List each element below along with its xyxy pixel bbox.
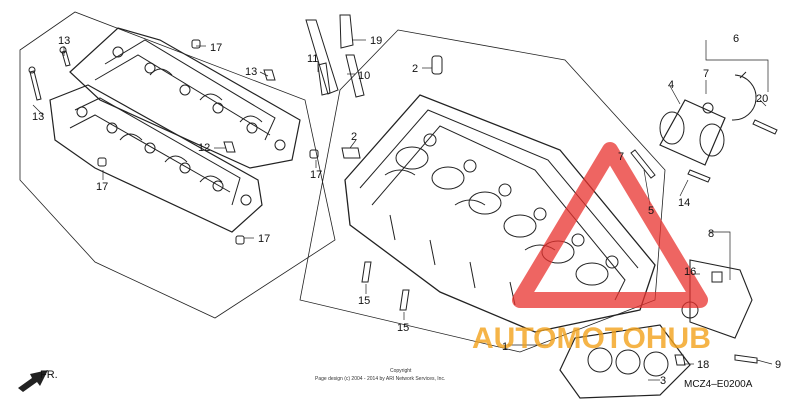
callout-7: 7 xyxy=(618,151,624,163)
callout-11: 11 xyxy=(307,53,318,65)
callout-6: 6 xyxy=(733,33,739,45)
diagram-code: MCZ4–E0200A xyxy=(684,379,753,390)
callout-4: 4 xyxy=(668,79,674,91)
right-group-outline xyxy=(299,29,666,353)
watermark-triangle-icon xyxy=(512,142,708,308)
callout-2: 2 xyxy=(351,131,357,143)
front-label: FR. xyxy=(40,369,58,381)
leader-lines xyxy=(32,39,773,381)
callout-12: 12 xyxy=(198,142,210,154)
callout-17: 17 xyxy=(258,233,270,245)
callout-17: 17 xyxy=(310,169,322,181)
callout-2: 2 xyxy=(412,63,418,75)
diagram-artwork xyxy=(18,11,778,399)
callout-15: 15 xyxy=(358,295,370,307)
upper-camshaft-holder xyxy=(69,27,301,169)
gasket-assembly xyxy=(681,259,753,339)
callout-16: 16 xyxy=(684,266,696,278)
callout-1: 1 xyxy=(502,341,508,353)
callout-13: 13 xyxy=(245,66,257,78)
copyright-line-1: Copyright xyxy=(390,368,412,374)
callout-3: 3 xyxy=(660,375,666,387)
front-arrow-icon xyxy=(18,370,48,392)
spark-plug-parts xyxy=(305,14,365,159)
watermark-text: AUTOMOTOHUB xyxy=(472,322,711,355)
callout-17: 17 xyxy=(96,181,108,193)
callout-18: 18 xyxy=(697,359,709,371)
callout-10: 10 xyxy=(358,70,370,82)
watermark: AUTOMOTOHUB xyxy=(472,142,711,355)
left-group-outline xyxy=(19,11,336,319)
callout-13: 13 xyxy=(32,111,44,123)
dowel-pins xyxy=(361,261,410,311)
callout-9: 9 xyxy=(775,359,781,371)
lower-camshaft-holder xyxy=(49,84,263,233)
left-small-parts xyxy=(28,39,319,245)
callout-15: 15 xyxy=(397,322,409,334)
copyright-line-2: Page design (c) 2004 - 2014 by ARI Netwo… xyxy=(315,376,445,382)
callout-19: 19 xyxy=(370,35,382,47)
callout-7: 7 xyxy=(703,68,709,80)
washer-18 xyxy=(674,354,686,366)
bolt-9 xyxy=(734,354,758,364)
head-gasket xyxy=(559,324,691,399)
callout-13: 13 xyxy=(58,35,70,47)
part-2-pin xyxy=(431,55,443,75)
side-hardware xyxy=(630,102,778,183)
callout-20: 20 xyxy=(756,93,768,105)
callout-17: 17 xyxy=(210,42,222,54)
intake-insulator xyxy=(659,71,757,166)
callout-14: 14 xyxy=(678,197,690,209)
callout-5: 5 xyxy=(648,205,654,217)
callout-labels: 13 13 13 17 17 17 17 12 19 11 10 2 2 6 7… xyxy=(32,33,781,387)
callout-8: 8 xyxy=(708,228,714,240)
